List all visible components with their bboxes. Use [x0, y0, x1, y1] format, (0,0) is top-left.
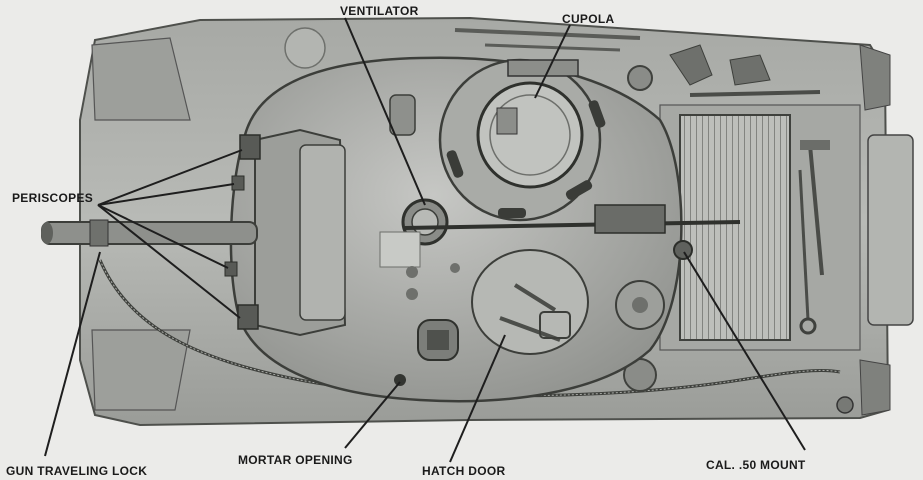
- leader-gun-traveling-lock: [44, 251, 101, 457]
- leader-ventilator: [344, 17, 426, 206]
- leader-hatch-door: [449, 334, 506, 463]
- leader-lines: [44, 17, 806, 463]
- label-cupola: CUPOLA: [562, 12, 615, 26]
- leader-cal50-mount: [683, 251, 806, 451]
- label-gun-traveling-lock: GUN TRAVELING LOCK: [6, 464, 148, 478]
- label-hatch-door: HATCH DOOR: [422, 464, 506, 478]
- turret: [41, 27, 741, 403]
- label-ventilator: VENTILATOR: [340, 4, 419, 18]
- leader-periscope-2: [97, 183, 235, 206]
- leader-cupola: [534, 24, 571, 99]
- leader-periscope-4: [97, 204, 241, 319]
- label-cal50-mount: CAL. .50 MOUNT: [706, 458, 806, 472]
- leader-periscope-3: [97, 204, 229, 269]
- leader-periscope-1: [97, 149, 243, 206]
- engine-deck: [454, 28, 861, 414]
- leader-mortar-opening: [344, 381, 401, 449]
- label-mortar-opening: MORTAR OPENING: [238, 453, 353, 467]
- label-periscopes: PERISCOPES: [12, 191, 94, 205]
